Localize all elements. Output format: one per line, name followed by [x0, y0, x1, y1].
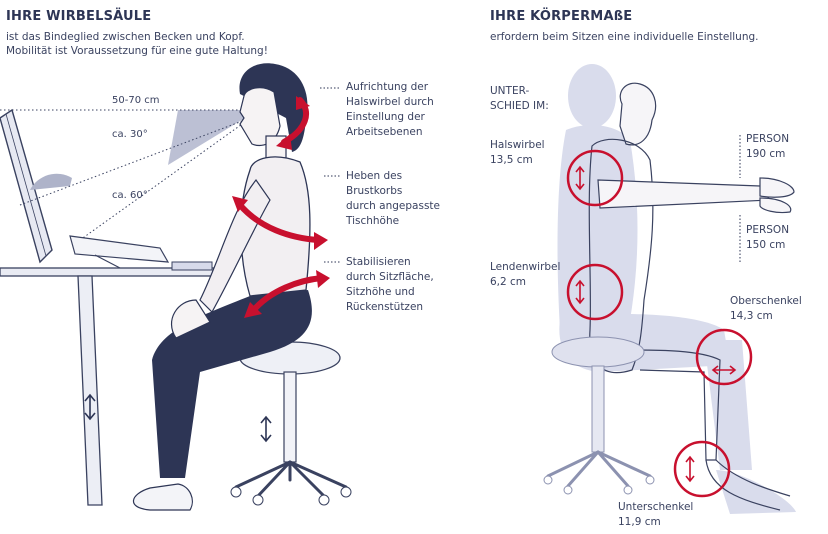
sight-line-1 [19, 119, 246, 206]
unterschenkel-circle [673, 440, 731, 498]
oberschenkel-circle [695, 328, 753, 386]
short-person-outline [588, 82, 795, 374]
arrow-heads [232, 96, 330, 318]
measurement-circles [566, 149, 753, 498]
sight-line-2 [79, 121, 246, 241]
lendenwirbel-circle [566, 263, 624, 321]
distance-label: 50-70 cm [112, 95, 160, 106]
height-adjust-icon [84, 393, 272, 443]
stool-right [543, 336, 655, 495]
callout-lines [320, 87, 340, 263]
angle-30-label: ca. 30° [112, 129, 148, 140]
left-heading: IHRE WIRBELSÄULE [6, 9, 152, 24]
right-subtitle: erfordern beim Sitzen eine individuelle … [490, 31, 759, 43]
left-subtitle-2: Mobilität ist Voraussetzung für eine gut… [6, 45, 268, 57]
angle-60-label: ca. 60° [112, 190, 148, 201]
view-angle-30 [168, 110, 245, 165]
laptop-stand [69, 235, 213, 271]
stool [230, 341, 352, 506]
measurement-arrow-icons [575, 165, 737, 483]
halswirbel-circle [566, 149, 624, 207]
left-subtitle-1: ist das Bindeglied zwischen Becken und K… [6, 31, 245, 43]
monitor [0, 108, 53, 264]
difference-heading: UNTER-SCHIED IM: [490, 85, 549, 112]
monitor-angle-wedge [30, 173, 72, 190]
right-heading: IHRE KÖRPERMAßE [490, 9, 633, 24]
